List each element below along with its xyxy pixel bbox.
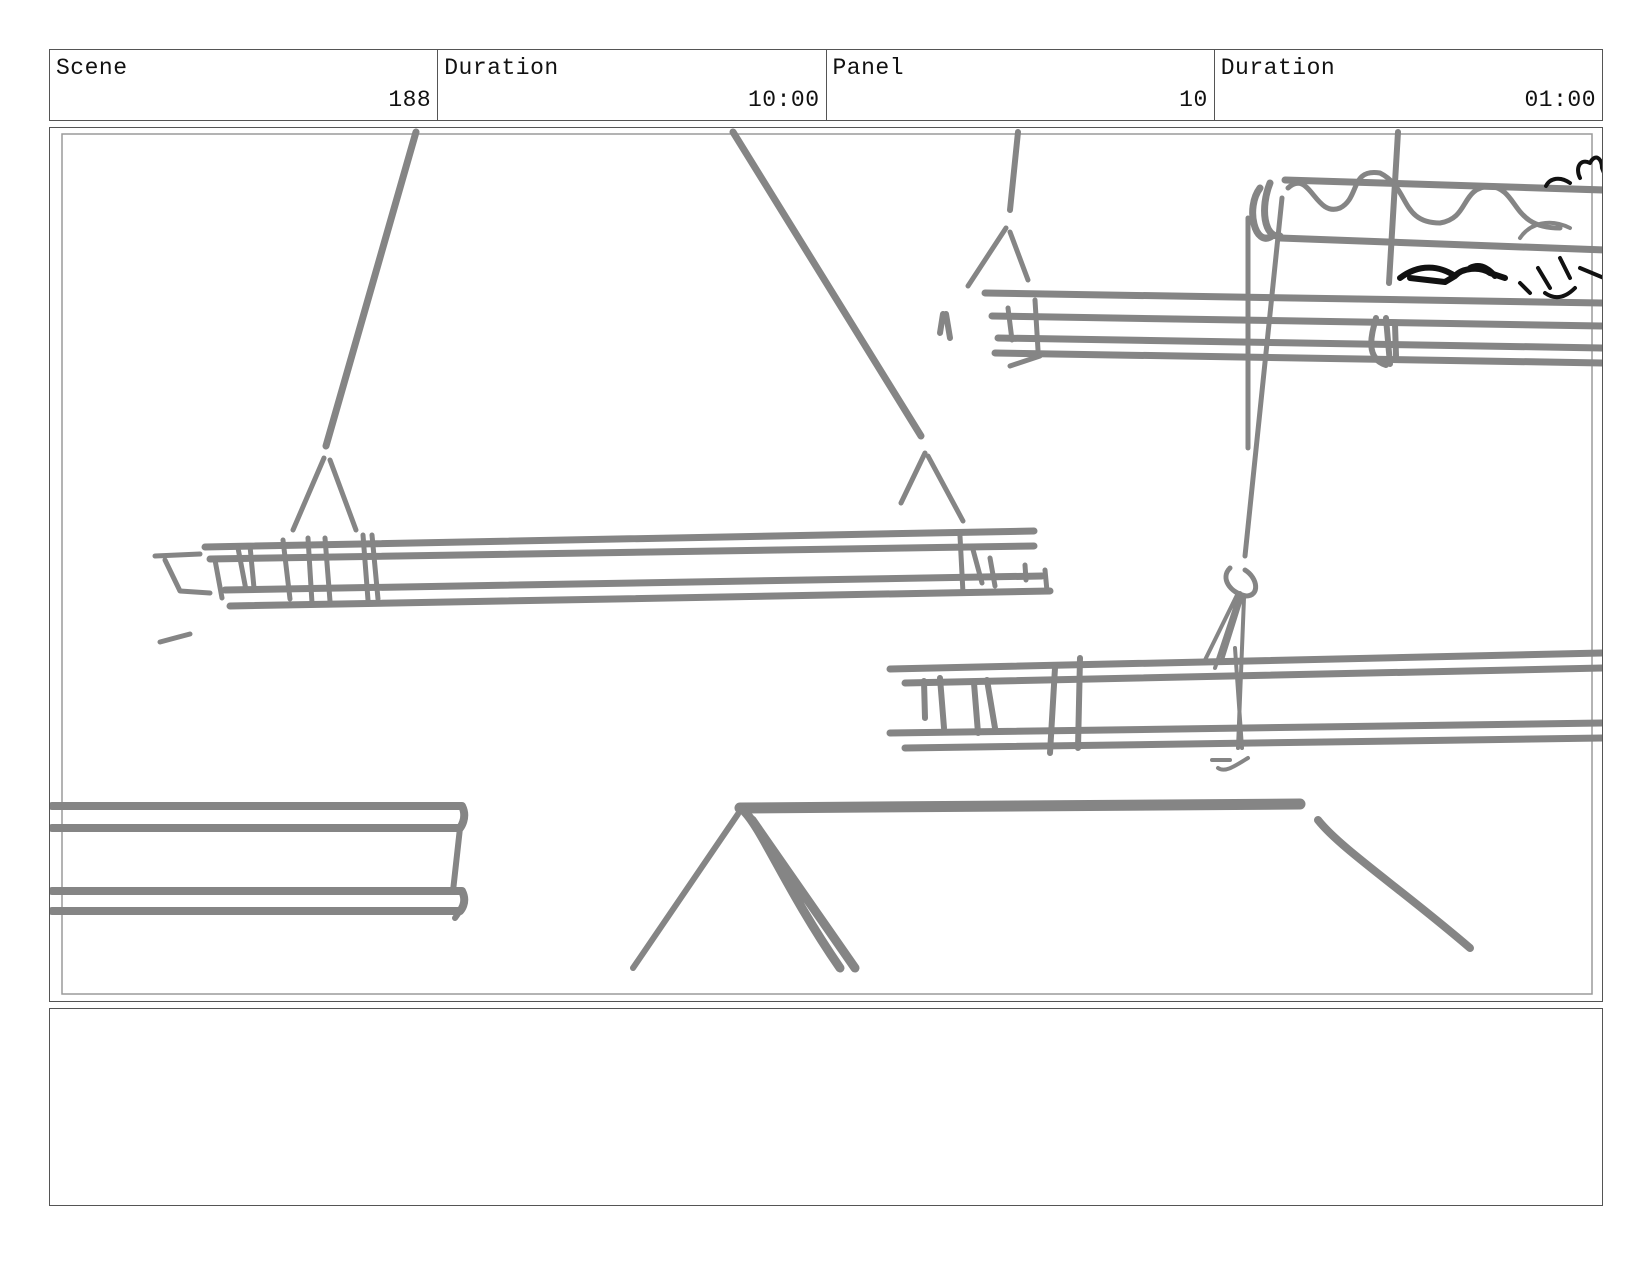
scene-duration-cell: Duration 10:00 (438, 50, 827, 120)
panel-sketch (50, 128, 1602, 995)
scene-cell: Scene 188 (50, 50, 439, 120)
notes-box[interactable] (49, 1008, 1603, 1206)
scene-duration-value: 10:00 (747, 87, 820, 113)
scene-duration-label: Duration (444, 55, 559, 81)
panel-duration-cell: Duration 01:00 (1215, 50, 1602, 120)
top-right-beam (1249, 129, 1602, 286)
right-lower-platform (886, 649, 1602, 756)
storyboard-header: Scene 188 Duration 10:00 Panel 10 Durati… (49, 49, 1603, 121)
panel-number: 10 (1179, 87, 1208, 113)
panel-label: Panel (832, 55, 905, 81)
left-hanging-platform (152, 128, 1054, 645)
storyboard-panel (49, 127, 1603, 1002)
bottom-left-platform (50, 802, 469, 921)
panel-cell: Panel 10 (827, 50, 1215, 120)
panel-duration-label: Duration (1220, 55, 1336, 81)
bottom-roof-structure (630, 798, 1474, 973)
scene-label: Scene (56, 55, 128, 81)
right-upper-platform (937, 129, 1602, 369)
panel-duration-value: 01:00 (1524, 87, 1596, 113)
character-sketch (1397, 155, 1602, 300)
rope-and-knot (1203, 195, 1285, 772)
scene-number: 188 (388, 87, 432, 113)
safe-frame (61, 133, 1593, 995)
